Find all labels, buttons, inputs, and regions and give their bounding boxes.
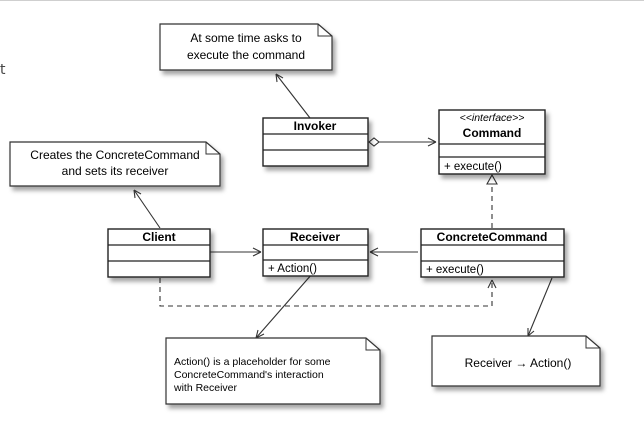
- aggregation-arrowhead: [427, 137, 437, 147]
- receiver-method-action: + Action(): [268, 263, 317, 275]
- class-concrete-command: ConcreteCommand + execute(): [420, 228, 565, 278]
- note-action: Action() is a placeholder for some Concr…: [165, 337, 381, 405]
- concrete-command-method-execute: + execute(): [426, 264, 484, 276]
- note-client-line-1: Creates the ConcreteCommand: [30, 148, 199, 162]
- concrete-note-link: [527, 277, 553, 337]
- top-divider: [0, 0, 644, 1]
- class-client: Client: [107, 228, 211, 278]
- note-action-line-2: ConcreteCommand's interaction: [174, 369, 324, 381]
- class-command: <<interface>> Command + execute(): [438, 109, 546, 175]
- note-execute-line-1: Receiver → Action(): [465, 356, 572, 370]
- realization-triangle: [486, 173, 498, 185]
- note-client-line-2: and sets its receiver: [62, 164, 169, 178]
- client-note-link: [133, 189, 161, 229]
- client-concrete-dependency-arrowhead: [487, 279, 497, 289]
- invoker-note-link: [275, 73, 311, 119]
- invoker-note-arrowhead: [275, 73, 284, 83]
- note-invoker-line-2: execute the command: [187, 48, 305, 62]
- client-receiver-arrowhead: [252, 247, 262, 257]
- note-action-line-1: Action() is a placeholder for some: [174, 356, 331, 368]
- note-invoker-line-1: At some time asks to: [190, 31, 302, 45]
- edge-glyph: t: [0, 62, 6, 78]
- class-invoker: Invoker: [262, 117, 369, 167]
- note-client: Creates the ConcreteCommand and sets its…: [9, 141, 221, 187]
- command-stereotype: <<interface>>: [460, 112, 525, 124]
- note-action-line-3: with Receiver: [173, 382, 238, 394]
- class-receiver: Receiver + Action(): [262, 228, 369, 277]
- concrete-command-class-name: ConcreteCommand: [437, 230, 548, 244]
- invoker-class-name: Invoker: [294, 119, 337, 133]
- concrete-note-arrowhead: [527, 328, 535, 337]
- command-method-execute: + execute(): [444, 161, 502, 173]
- connectors: [133, 73, 553, 339]
- command-class-name: Command: [463, 126, 522, 140]
- note-invoker: At some time asks to execute the command: [159, 23, 333, 71]
- receiver-class-name: Receiver: [290, 230, 340, 244]
- receiver-note-link: [255, 273, 313, 339]
- client-concrete-dependency-line: [159, 278, 493, 307]
- client-class-name: Client: [142, 230, 175, 244]
- concrete-receiver-arrowhead: [369, 247, 379, 257]
- note-execute: Receiver → Action(): [431, 335, 601, 387]
- aggregation-diamond: [368, 137, 380, 147]
- receiver-note-arrowhead: [255, 329, 265, 339]
- client-note-arrowhead: [133, 189, 142, 199]
